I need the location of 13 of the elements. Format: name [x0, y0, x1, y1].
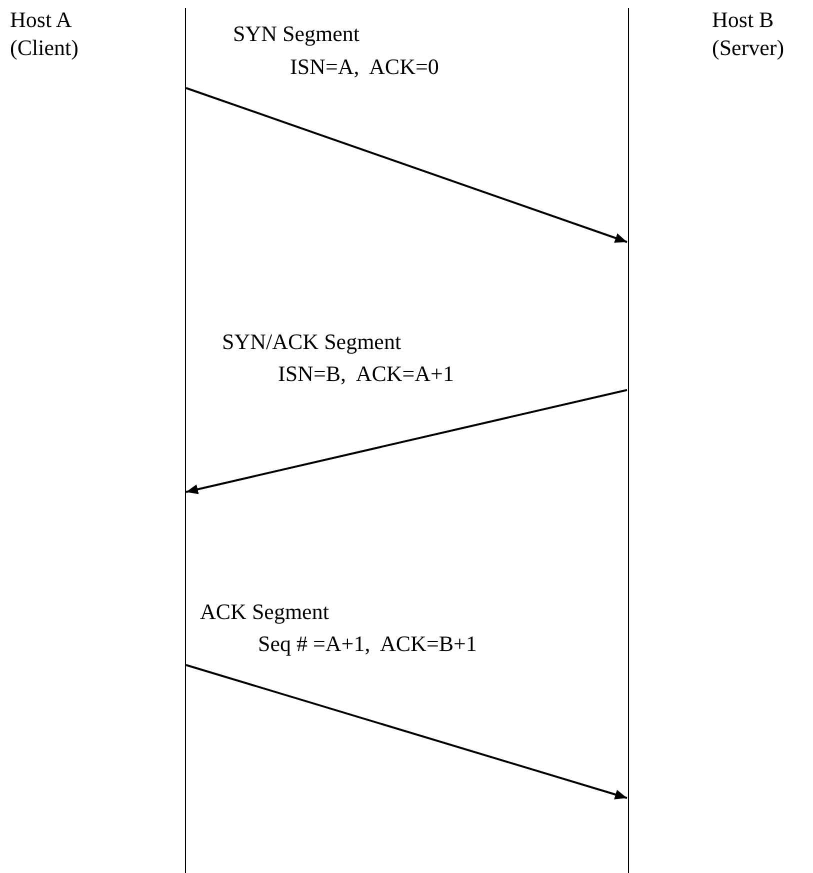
segment-fields: Seq # =A+1, ACK=B+1 [258, 630, 477, 658]
host-label: Host A (Client) [10, 6, 80, 61]
edge-label: ACK Segment [200, 598, 329, 626]
arrow [186, 87, 628, 243]
arrow [186, 664, 628, 800]
segment-fields: ISN=B, ACK=A+1 [278, 360, 454, 388]
lifeline [184, 8, 186, 873]
edge-label: SYN Segment [233, 20, 360, 48]
arrow [186, 389, 628, 494]
segment-fields: ISN=A, ACK=0 [290, 53, 439, 80]
host-label: Host B (Server) [712, 6, 786, 61]
lifeline [628, 8, 629, 873]
edge-label: SYN/ACK Segment [222, 328, 402, 356]
